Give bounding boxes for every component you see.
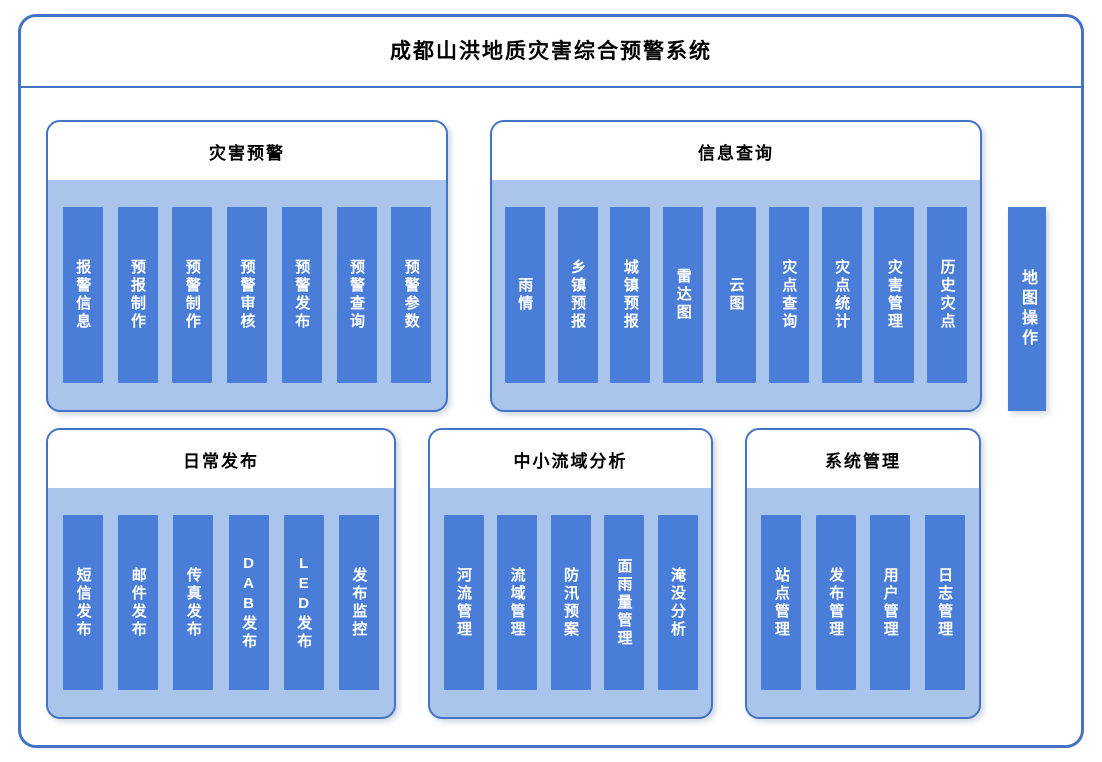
module-bar: 预警制作 (172, 207, 213, 383)
module-bar: 邮件发布 (118, 515, 159, 690)
module-bar: 日志管理 (924, 515, 965, 690)
panel-disaster-warning-body: 报警信息 预报制作 预警制作 预警审核 预警发布 预警查询 预警参数 (48, 180, 446, 410)
module-bar: 河流管理 (443, 515, 484, 690)
module-bar: 灾害管理 (874, 207, 915, 383)
panel-daily-release-body: 短信发布 邮件发布 传真发布 DAB发布 LED发布 发布监控 (48, 488, 394, 717)
panel-system-management: 系统管理 站点管理 发布管理 用户管理 日志管理 (745, 428, 981, 719)
panel-info-query-body: 雨情 乡镇预报 城镇预报 雷达图 云图 灾点查询 灾点统计 灾害管理 历史灾点 (492, 180, 980, 410)
panel-daily-release: 日常发布 短信发布 邮件发布 传真发布 DAB发布 LED发布 发布监控 (46, 428, 396, 719)
module-bar: 预报制作 (117, 207, 158, 383)
module-bar: 雨情 (504, 207, 545, 383)
panel-disaster-warning: 灾害预警 报警信息 预报制作 预警制作 预警审核 预警发布 预警查询 预警参数 (46, 120, 448, 412)
module-bar: 预警查询 (336, 207, 377, 383)
panel-daily-release-title: 日常发布 (48, 430, 394, 488)
panel-watershed-analysis-body: 河流管理 流域管理 防汛预案 面雨量管理 淹没分析 (430, 488, 711, 717)
module-bar: 预警参数 (391, 207, 432, 383)
module-bar: 灾点统计 (821, 207, 862, 383)
module-bar: 防汛预案 (550, 515, 591, 690)
module-bar: 预警审核 (227, 207, 267, 383)
panel-system-management-body: 站点管理 发布管理 用户管理 日志管理 (747, 488, 979, 717)
map-operation-bar: 地图操作 (1008, 207, 1046, 411)
module-bar: 乡镇预报 (557, 207, 598, 383)
panel-system-management-title: 系统管理 (747, 430, 979, 488)
module-bar: 城镇预报 (610, 207, 651, 383)
module-bar: 历史灾点 (927, 207, 968, 383)
module-bar: 发布监控 (338, 515, 379, 690)
module-bar: 发布管理 (815, 515, 856, 690)
module-bar: 报警信息 (62, 207, 103, 383)
module-bar: 传真发布 (173, 515, 214, 690)
panel-watershed-analysis: 中小流域分析 河流管理 流域管理 防汛预案 面雨量管理 淹没分析 (428, 428, 713, 719)
page-title: 成都山洪地质灾害综合预警系统 (390, 40, 712, 63)
module-bar: 淹没分析 (657, 515, 698, 690)
title-bar: 成都山洪地质灾害综合预警系统 (18, 14, 1084, 88)
module-bar: 流域管理 (497, 515, 537, 690)
module-bar: 短信发布 (63, 515, 104, 690)
module-bar: 雷达图 (663, 207, 704, 383)
module-bar: 云图 (715, 207, 756, 383)
panel-info-query: 信息查询 雨情 乡镇预报 城镇预报 雷达图 云图 灾点查询 灾点统计 灾害管理 … (490, 120, 982, 412)
panel-disaster-warning-title: 灾害预警 (48, 122, 446, 180)
module-bar: LED发布 (283, 515, 324, 690)
module-bar: 预警发布 (281, 207, 322, 383)
module-bar: 用户管理 (870, 515, 911, 690)
module-bar: 站点管理 (761, 515, 802, 690)
module-bar: 灾点查询 (768, 207, 809, 383)
panel-info-query-title: 信息查询 (492, 122, 980, 180)
module-bar: 面雨量管理 (604, 515, 644, 690)
panel-watershed-analysis-title: 中小流域分析 (430, 430, 711, 488)
module-bar: DAB发布 (228, 515, 269, 690)
